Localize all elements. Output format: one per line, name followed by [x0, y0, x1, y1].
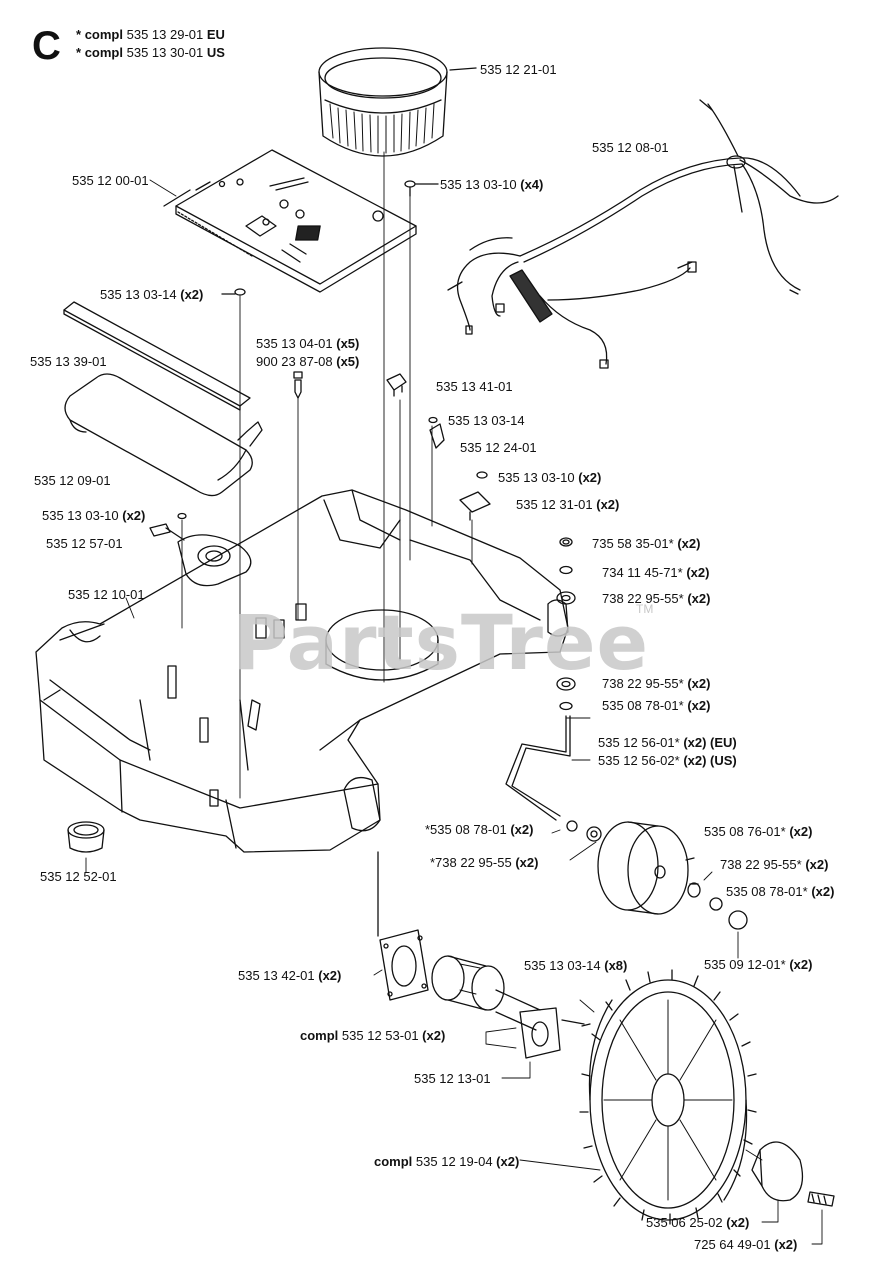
part-label: 738 22 95-55* (x2) — [602, 676, 711, 691]
part-label: 535 13 04-01 (x5) — [256, 336, 360, 351]
part-label: 738 22 95-55* (x2) — [602, 591, 711, 606]
part-label: 535 08 78-01* (x2) — [602, 698, 711, 713]
part-label: 535 12 24-01 — [460, 440, 537, 455]
part-label: 535 13 03-14 — [448, 413, 525, 428]
part-label: 535 12 31-01 (x2) — [516, 497, 620, 512]
section-letter: C — [32, 24, 61, 68]
part-label: 535 13 42-01 (x2) — [238, 968, 342, 983]
compl-header-us: * compl 535 13 30-01 US — [76, 45, 225, 60]
part-label: 738 22 95-55* (x2) — [720, 857, 829, 872]
motor-bracket-drawing — [377, 851, 429, 1001]
front-wheel-drawing — [597, 821, 748, 930]
part-label: 535 08 76-01* (x2) — [704, 824, 813, 839]
circuit-board-drawing — [163, 149, 417, 293]
part-label: 535 12 08-01 — [592, 140, 669, 155]
part-label: 535 12 56-02* (x2) (US) — [598, 753, 737, 768]
part-label: 535 12 13-01 — [414, 1071, 491, 1086]
part-label: 535 09 12-01* (x2) — [704, 957, 813, 972]
part-label: 535 13 03-10 (x4) — [440, 177, 544, 192]
part-label: 535 13 39-01 — [30, 354, 107, 369]
part-label: 535 12 21-01 — [480, 62, 557, 77]
caster-hardware-drawing — [505, 537, 602, 842]
part-label: 535 13 03-14 (x2) — [100, 287, 204, 302]
part-label: 735 58 35-01* (x2) — [592, 536, 701, 551]
part-label: 535 13 03-10 (x2) — [42, 508, 146, 523]
wiring-harness-drawing — [447, 99, 839, 369]
partstree-watermark: PartsTree — [232, 598, 650, 687]
part-label: 725 64 49-01 (x2) — [694, 1237, 798, 1252]
motor-drawing — [431, 955, 591, 1059]
part-label: 535 12 52-01 — [40, 869, 117, 884]
part-label: 535 13 03-14 (x8) — [524, 958, 628, 973]
compl-header-eu: * compl 535 13 29-01 EU — [76, 27, 225, 42]
part-label: 535 12 00-01 — [72, 173, 149, 188]
part-label: 535 12 09-01 — [34, 473, 111, 488]
part-label: *535 08 78-01 (x2) — [425, 822, 534, 837]
part-label: 535 13 03-10 (x2) — [498, 470, 602, 485]
part-label: 535 12 10-01 — [68, 587, 145, 602]
chassis-drawing — [35, 489, 569, 853]
part-label: 535 12 57-01 — [46, 536, 123, 551]
bumper-ring-drawing — [318, 47, 477, 157]
part-label: 734 11 45-71* (x2) — [602, 565, 710, 580]
part-label: compl 535 12 19-04 (x2) — [374, 1154, 520, 1169]
part-label: 535 06 25-02 (x2) — [646, 1215, 750, 1230]
part-label: 900 23 87-08 (x5) — [256, 354, 360, 369]
leader-lines — [85, 151, 823, 1245]
part-label: *738 22 95-55 (x2) — [430, 855, 539, 870]
small-hardware-drawing — [177, 180, 491, 521]
part-label: 535 08 78-01* (x2) — [726, 884, 835, 899]
part-label: compl 535 12 53-01 (x2) — [300, 1028, 446, 1043]
speaker-drawing — [149, 523, 252, 587]
bushing-drawing — [67, 821, 105, 853]
part-label: 535 12 56-01* (x2) (EU) — [598, 735, 737, 750]
part-label: 535 13 41-01 — [436, 379, 513, 394]
bar-and-battery-drawing — [63, 301, 263, 497]
trademark-mark: TM — [636, 602, 654, 616]
drive-wheel-drawing — [579, 969, 835, 1225]
